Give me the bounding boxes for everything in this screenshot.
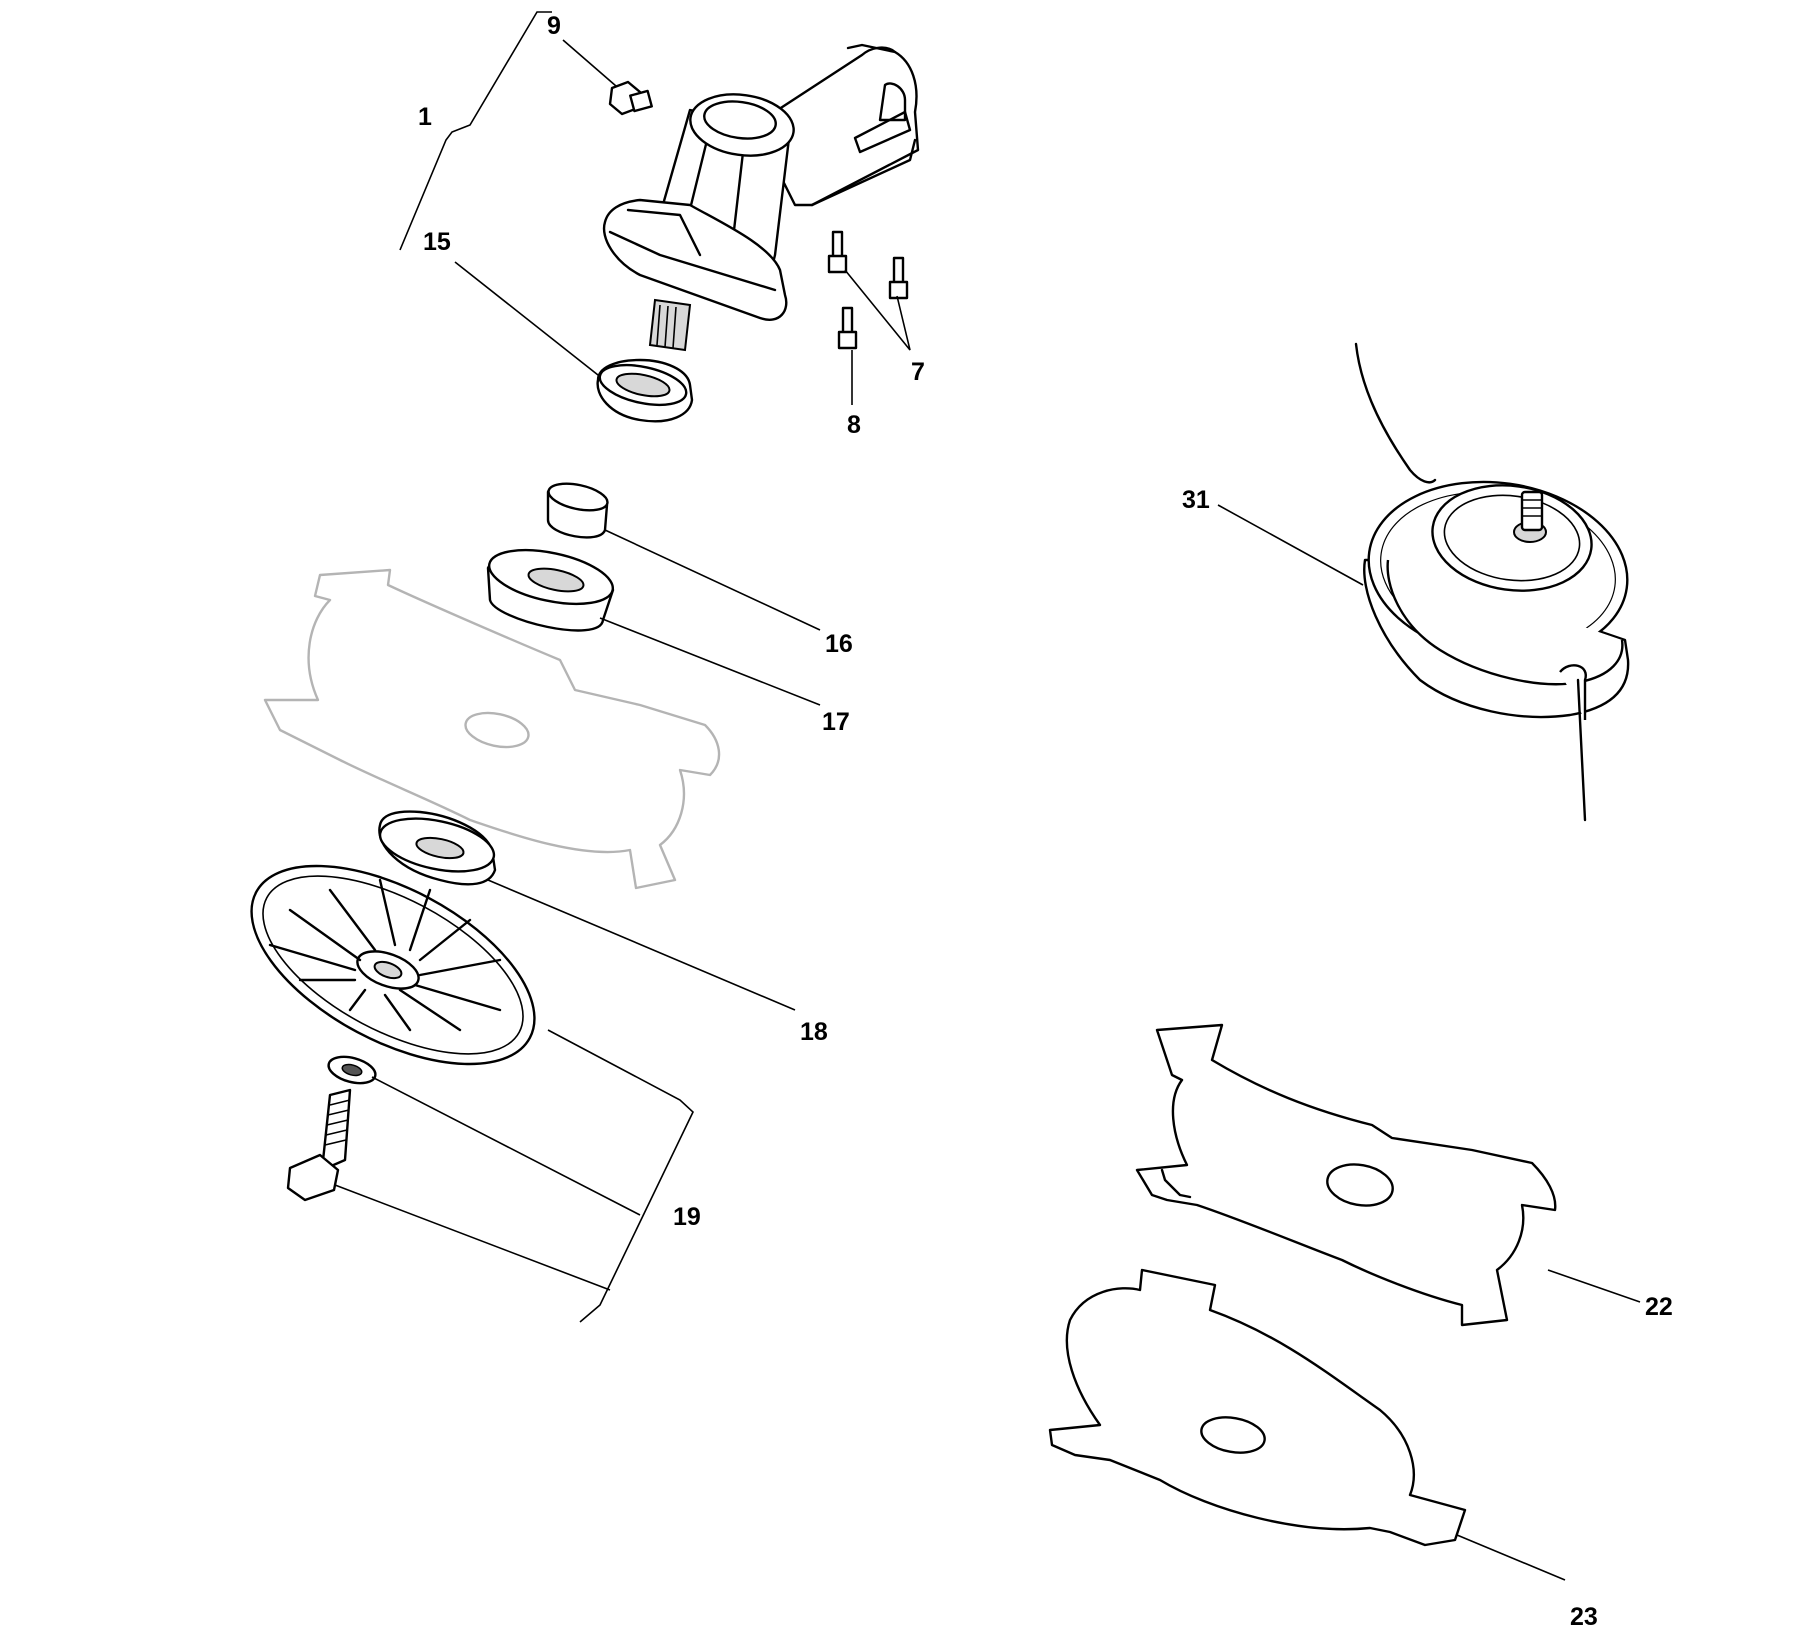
screws-part-7 <box>827 230 911 351</box>
callout-23: 23 <box>1570 1603 1598 1631</box>
callout-15: 15 <box>423 228 451 256</box>
callout-22: 22 <box>1645 1293 1673 1321</box>
gearbox-assembly <box>399 11 920 352</box>
screw-part-8 <box>837 306 858 405</box>
bearing-part-15 <box>454 261 694 423</box>
cup-guard-part-19 <box>250 864 536 1066</box>
callout-8: 8 <box>847 411 861 439</box>
callout-16: 16 <box>825 630 853 658</box>
trimmer-head-part-31 <box>1217 342 1630 822</box>
gearbox-shaft-tube <box>768 46 920 207</box>
gearbox-flange <box>602 198 788 321</box>
callout-17: 17 <box>822 708 850 736</box>
gearbox-spline-shaft <box>648 298 692 352</box>
blade-part-23 <box>1048 1268 1566 1581</box>
callout-19: 19 <box>673 1203 701 1231</box>
bushing-part-16 <box>546 482 821 631</box>
washer-part-18 <box>378 810 796 1011</box>
bracket-part-1 <box>399 11 552 251</box>
bolt-washer-part-19 <box>286 1029 694 1323</box>
flange-part-17 <box>486 548 821 706</box>
callout-9: 9 <box>547 12 561 40</box>
screw-part-9 <box>562 39 653 116</box>
callout-7: 7 <box>911 358 925 386</box>
callout-18: 18 <box>800 1018 828 1046</box>
callout-31: 31 <box>1182 486 1210 514</box>
callout-1: 1 <box>418 103 432 131</box>
blade-part-22 <box>1135 1023 1641 1327</box>
blade-outline-reference <box>263 568 721 890</box>
